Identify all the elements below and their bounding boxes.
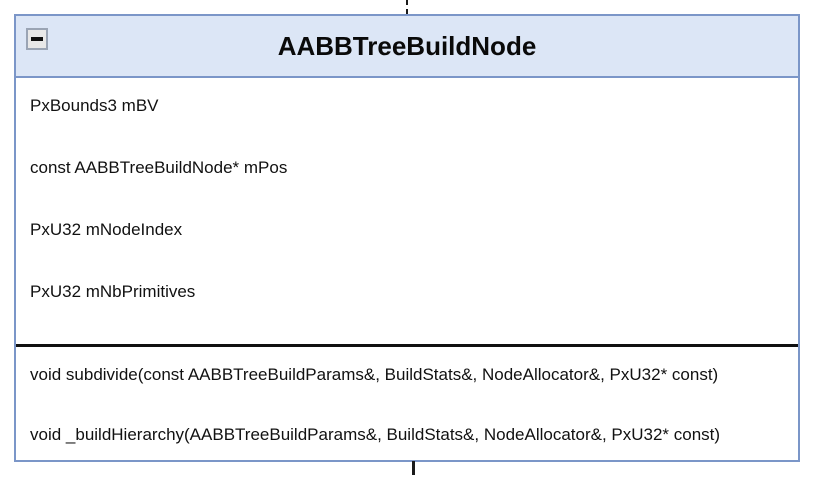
attributes-compartment: PxBounds3 mBV const AABBTreeBuildNode* m… [16, 78, 798, 344]
class-header: AABBTreeBuildNode [16, 16, 798, 78]
minus-icon [31, 37, 43, 41]
inheritance-connector-bottom [412, 461, 415, 475]
attribute-row[interactable]: PxU32 mNodeIndex [30, 220, 183, 239]
collapse-toggle-button[interactable] [26, 28, 48, 50]
inheritance-connector-top [406, 0, 408, 15]
uml-class-box[interactable]: AABBTreeBuildNode PxBounds3 mBV const AA… [14, 14, 800, 462]
compartment-separator [16, 344, 798, 347]
attribute-row[interactable]: PxBounds3 mBV [30, 96, 159, 115]
method-row[interactable]: void subdivide(const AABBTreeBuildParams… [30, 365, 719, 384]
attribute-row[interactable]: PxU32 mNbPrimitives [30, 282, 196, 301]
attribute-row[interactable]: const AABBTreeBuildNode* mPos [30, 158, 288, 177]
method-row[interactable]: void _buildHierarchy(AABBTreeBuildParams… [30, 425, 721, 444]
methods-compartment: void subdivide(const AABBTreeBuildParams… [16, 347, 798, 485]
class-title: AABBTreeBuildNode [277, 31, 537, 61]
